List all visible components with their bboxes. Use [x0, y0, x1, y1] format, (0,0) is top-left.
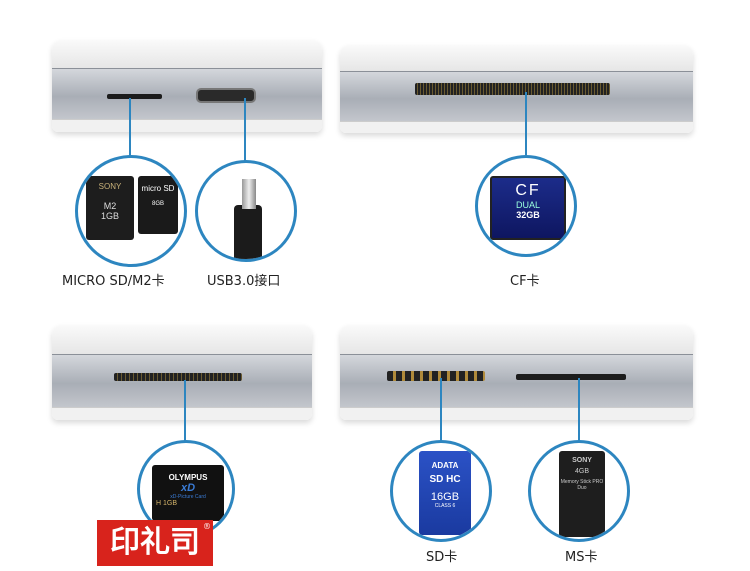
ms-card: SONY 4GB Memory Stick PRO Duo [559, 451, 605, 537]
sd-class: CLASS 6 [434, 503, 456, 509]
cf-slot [415, 83, 610, 95]
m2-size: 1GB [100, 211, 119, 221]
brand-logo: 印礼司® [97, 520, 213, 566]
ms-circle: SONY 4GB Memory Stick PRO Duo [528, 440, 630, 542]
cf-type: CF [515, 182, 541, 199]
micro-sd-size: 8GB [151, 201, 164, 207]
cf-label: CF卡 [510, 274, 540, 289]
cf-model: DUAL [515, 200, 540, 210]
xd-subtitle: xD-Picture Card [170, 494, 206, 500]
xd-size: H 1GB [156, 500, 178, 507]
m2-type: M2 [103, 201, 117, 211]
pointer-line [244, 98, 246, 162]
pointer-line [440, 378, 442, 441]
micro-sd-card: micro SD 8GB [138, 176, 178, 234]
ms-type: Memory Stick PRO Duo [560, 479, 604, 491]
micro-sd-m2-label: MICRO SD/M2卡 [62, 274, 165, 289]
pointer-line [578, 378, 580, 441]
ms-size: 4GB [574, 468, 589, 475]
cf-size: 32GB [516, 210, 540, 220]
pointer-line [525, 92, 527, 155]
sd-type: SD HC [429, 474, 461, 485]
usb-circle [195, 160, 297, 262]
m2-brand: SONY [98, 182, 122, 191]
sd-card: ADATA SD HC 16GB CLASS 6 [419, 451, 471, 535]
cf-card: CF DUAL 32GB [490, 176, 566, 240]
micro-sd-brand: micro SD [141, 184, 175, 193]
brand-logo-text: 印礼司 [110, 525, 200, 560]
cf-circle: CF DUAL 32GB [475, 155, 577, 257]
card-reader-side-3 [52, 325, 312, 420]
xd-card: OLYMPUS xD xD-Picture Card H 1GB [152, 465, 224, 521]
sd-label: SD卡 [426, 550, 458, 565]
card-reader-side-1 [52, 40, 322, 132]
ms-label: MS卡 [565, 550, 598, 565]
xd-brand: OLYMPUS [168, 473, 208, 482]
sd-circle: ADATA SD HC 16GB CLASS 6 [390, 440, 492, 542]
usb-label: USB3.0接口 [207, 274, 281, 289]
card-reader-side-4 [340, 325, 693, 420]
usb3-port [196, 88, 256, 103]
sd-size: 16GB [430, 491, 460, 503]
usb-plug-icon [242, 179, 256, 209]
sd-slot [387, 371, 485, 381]
sd-brand: ADATA [431, 461, 459, 470]
micro-sd-slot [107, 94, 162, 99]
ms-slot [516, 374, 626, 380]
usb-cable-icon [234, 205, 262, 259]
card-reader-side-2 [340, 45, 693, 133]
xd-type: xD [180, 482, 196, 494]
pointer-line [129, 98, 131, 158]
xd-slot [114, 373, 242, 381]
m2-card: SONY M2 1GB [86, 176, 134, 240]
pointer-line [184, 380, 186, 442]
micro-sd-m2-circle: SONY M2 1GB micro SD 8GB [75, 155, 187, 267]
ms-brand: SONY [572, 457, 592, 464]
registered-mark: ® [203, 522, 211, 531]
